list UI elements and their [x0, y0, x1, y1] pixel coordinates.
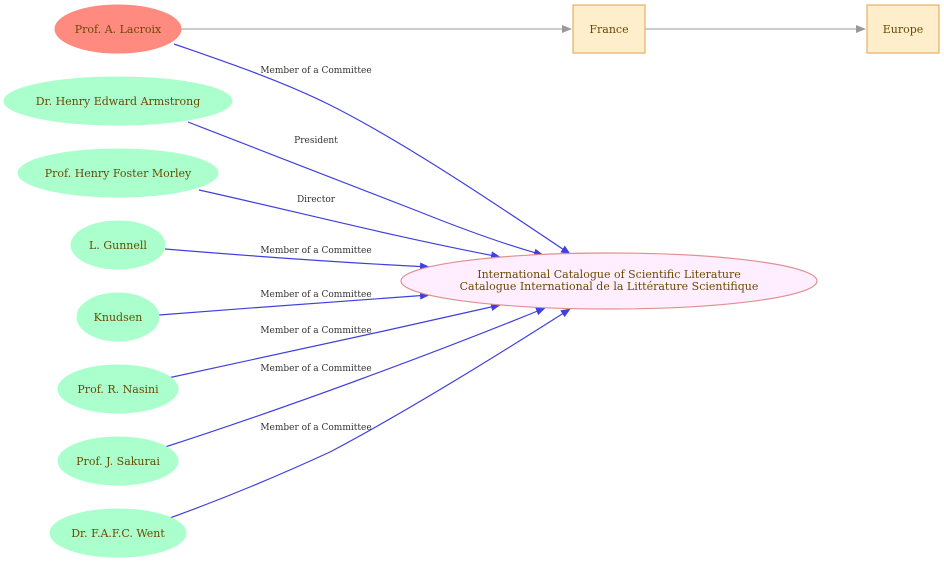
node-nasini-label: Prof. R. Nasini [77, 383, 159, 396]
node-france-shape [572, 4, 646, 54]
node-sakurai-shape [57, 436, 179, 486]
node-france-label: France [589, 23, 628, 36]
edge-sakurai-catalogue [161, 307, 546, 449]
edge-label-morley: Director [297, 195, 336, 205]
edge-went-catalogue [166, 308, 571, 520]
node-france[interactable]: France [572, 4, 646, 54]
edge-gunnell-catalogue [164, 248, 430, 271]
node-went-label: Dr. F.A.F.C. Went [71, 527, 165, 540]
node-morley-label: Prof. Henry Foster Morley [45, 167, 192, 180]
node-gunnell[interactable]: L. Gunnell [70, 220, 166, 270]
edge-label-armstrong: President [294, 136, 338, 146]
edge-lacroix-catalogue [173, 43, 571, 255]
node-armstrong[interactable]: Dr. Henry Edward Armstrong [3, 76, 233, 126]
edge-armstrong-catalogue [187, 121, 544, 257]
edge-label-sakurai: Member of a Committee [260, 364, 371, 374]
node-knudsen[interactable]: Knudsen [76, 292, 160, 342]
node-nasini[interactable]: Prof. R. Nasini [57, 364, 179, 414]
node-europe-shape [866, 4, 940, 54]
edge-nasini-catalogue [167, 303, 501, 379]
edge-label-knudsen: Member of a Committee [260, 290, 371, 300]
node-armstrong-label: Dr. Henry Edward Armstrong [36, 95, 201, 108]
node-went-shape [49, 508, 187, 558]
node-went[interactable]: Dr. F.A.F.C. Went [49, 508, 187, 558]
node-knudsen-label: Knudsen [94, 311, 143, 324]
node-morley-shape [17, 148, 219, 198]
edge-morley-catalogue [198, 189, 501, 260]
edge-knudsen-catalogue [158, 291, 430, 316]
edge-labels: Member of a Committee President Director… [260, 66, 371, 433]
node-catalogue-label-line1: International Catalogue of Scientific Li… [477, 268, 740, 281]
node-sakurai[interactable]: Prof. J. Sakurai [57, 436, 179, 486]
node-catalogue-shape [400, 252, 818, 310]
node-lacroix-label: Prof. A. Lacroix [75, 23, 162, 36]
node-catalogue-label-line2: Catalogue International de la Littératur… [460, 280, 759, 293]
edge-label-lacroix: Member of a Committee [260, 66, 371, 76]
edge-label-gunnell: Member of a Committee [260, 246, 371, 256]
node-gunnell-shape [70, 220, 166, 270]
node-nasini-shape [57, 364, 179, 414]
node-gunnell-label: L. Gunnell [89, 239, 147, 252]
node-europe-label: Europe [883, 23, 924, 36]
node-armstrong-shape [3, 76, 233, 126]
node-lacroix-shape [54, 4, 182, 54]
node-sakurai-label: Prof. J. Sakurai [76, 455, 160, 468]
edge-label-went: Member of a Committee [260, 423, 371, 433]
node-morley[interactable]: Prof. Henry Foster Morley [17, 148, 219, 198]
node-catalogue[interactable]: International Catalogue of Scientific Li… [400, 252, 818, 310]
edge-label-nasini: Member of a Committee [260, 326, 371, 336]
node-knudsen-shape [76, 292, 160, 342]
node-lacroix[interactable]: Prof. A. Lacroix [54, 4, 182, 54]
node-europe[interactable]: Europe [866, 4, 940, 54]
membership-edges [158, 43, 571, 520]
